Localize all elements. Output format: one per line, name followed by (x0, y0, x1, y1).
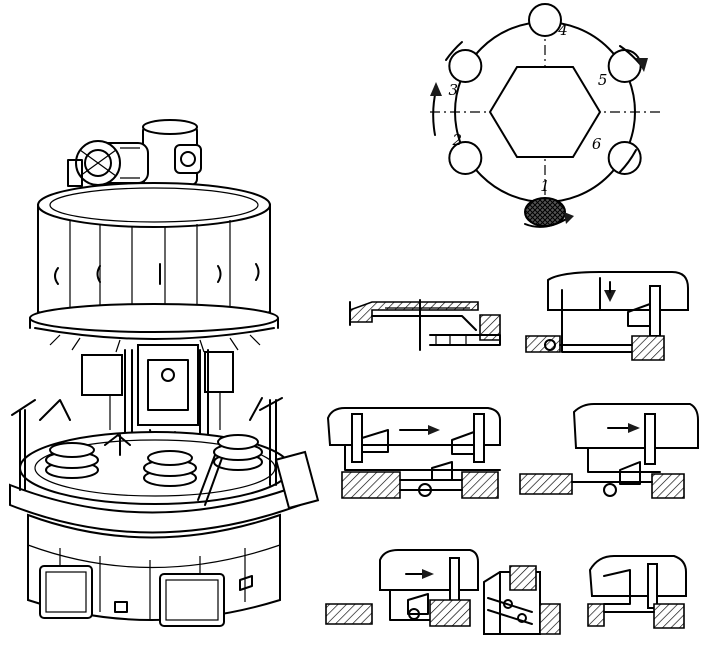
right-arrow-icon (428, 425, 440, 435)
section-view-eject (325, 549, 479, 627)
station-label-5: 5 (598, 71, 608, 89)
down-arrow-icon (604, 290, 616, 302)
station-roller-4 (528, 3, 562, 37)
section-view-feed-left (326, 407, 501, 499)
section-view-return (587, 555, 687, 629)
station-roller-3 (448, 49, 483, 83)
indexing-schematic: 1 2 3 4 5 6 (430, 3, 660, 228)
hexagonal-workpiece (488, 66, 602, 158)
curved-arrow-icon (524, 217, 569, 228)
drive-motor (67, 119, 202, 187)
station-label-6: 6 (592, 135, 602, 153)
station-label-1: 1 (540, 177, 550, 195)
curved-arrow-icon (445, 41, 463, 61)
access-panel-center (159, 573, 225, 627)
die-stack-left (45, 442, 99, 479)
machine-base (27, 513, 281, 627)
access-panel-left (39, 565, 93, 619)
station-roller-5 (607, 49, 642, 83)
station-roller-2 (448, 141, 483, 175)
right-arrow-icon (422, 569, 434, 579)
center-mechanism (49, 334, 261, 456)
section-view-clamp-open (349, 299, 501, 351)
rotary-machine-illustration (9, 119, 320, 627)
die-stack-center (143, 450, 197, 487)
section-view-feed-right (519, 403, 699, 499)
station-label-3: 3 (449, 81, 459, 99)
station-label-2: 2 (452, 131, 463, 149)
curved-arrow-icon (619, 149, 637, 173)
upper-drum (29, 182, 279, 340)
right-arrow-icon (628, 423, 640, 433)
rotation-arrows (430, 41, 648, 228)
die-stack-right (213, 434, 263, 471)
station-roller-6 (607, 141, 642, 175)
section-view-gripper (483, 565, 561, 635)
station-label-4: 4 (557, 21, 568, 39)
lower-turntable (9, 397, 320, 534)
section-view-pressing (525, 271, 689, 361)
